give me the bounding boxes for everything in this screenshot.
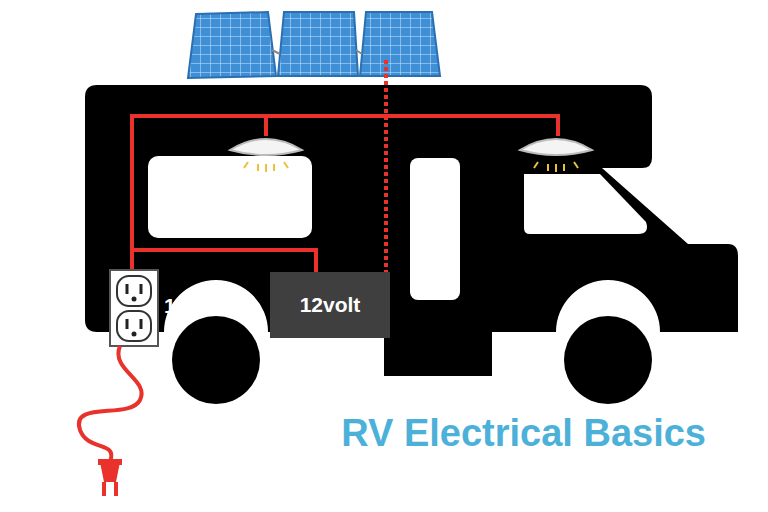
wiring (132, 60, 558, 273)
voltage-label: 120 volt (164, 294, 242, 318)
door (410, 158, 460, 300)
front-wheel (564, 316, 652, 404)
box-label: 12volt (300, 293, 361, 317)
title: RV Electrical Basics (341, 412, 706, 455)
voltage-box: 12volt (270, 272, 390, 338)
outlet (110, 270, 158, 346)
ceiling-lights (230, 139, 592, 172)
solar-panels (188, 12, 440, 78)
power-cord (79, 346, 142, 496)
cab-window (524, 174, 647, 234)
rear-wheel (172, 316, 260, 404)
